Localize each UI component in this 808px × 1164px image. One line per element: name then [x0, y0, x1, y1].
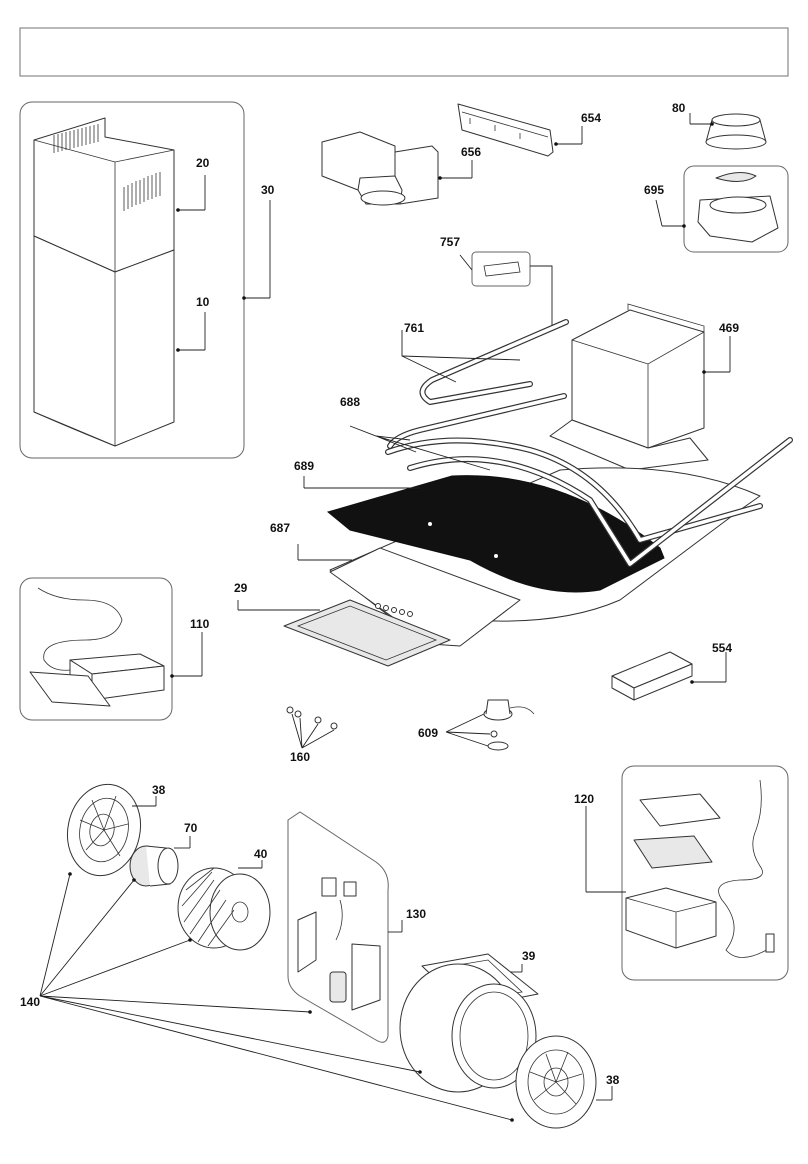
label-130: 130: [406, 907, 426, 921]
label-687: 687: [270, 521, 290, 535]
label-656: 656: [461, 145, 481, 159]
label-688: 688: [340, 395, 360, 409]
part-140-leaders: 140: [20, 872, 514, 1122]
part-38-cover-right: 38: [515, 1035, 620, 1129]
part-695-group: 695: [644, 165, 789, 253]
part-40-impeller: 40: [177, 847, 271, 951]
label-40: 40: [254, 847, 268, 861]
label-757: 757: [440, 235, 460, 249]
part-39-housing: 39: [399, 949, 539, 1093]
part-70-motor: 70: [129, 821, 198, 887]
part-38-cover-left: 38: [67, 783, 166, 877]
label-70: 70: [184, 821, 198, 835]
chimney-lower: [33, 235, 175, 447]
label-695: 695: [644, 183, 664, 197]
chimney-vent-left: [53, 124, 99, 153]
part-761-rail: 761: [387, 319, 569, 449]
chimney-vent-right: [123, 172, 161, 211]
part-469-motor-box: 469: [549, 303, 739, 471]
label-160: 160: [290, 750, 310, 764]
label-38-right: 38: [606, 1073, 620, 1087]
label-140: 140: [20, 995, 40, 1009]
header-box: [19, 27, 789, 77]
label-20: 20: [196, 156, 210, 170]
part-688-rail: 688: [340, 395, 793, 567]
label-554: 554: [712, 641, 732, 655]
part-656-duct: 656: [321, 131, 481, 206]
label-29: 29: [234, 581, 248, 595]
part-120-frame: [621, 765, 789, 981]
part-554: 554: [611, 641, 732, 701]
label-39: 39: [522, 949, 536, 963]
label-120: 120: [574, 792, 594, 806]
part-29-filter: 29: [234, 581, 451, 667]
part-110-group: 110: [19, 577, 210, 721]
part-130-group: 130: [287, 811, 426, 1043]
label-654: 654: [581, 111, 601, 125]
label-689: 689: [294, 459, 314, 473]
label-10: 10: [196, 295, 210, 309]
part-654-bracket: 654: [457, 103, 601, 157]
label-110: 110: [190, 617, 210, 631]
label-469: 469: [719, 321, 739, 335]
label-38-left: 38: [152, 783, 166, 797]
label-80: 80: [672, 101, 686, 115]
part-609-lamp: 609: [418, 699, 535, 751]
part-120-group: 120: [574, 765, 789, 981]
label-609: 609: [418, 726, 438, 740]
part-80-ring: 80: [672, 101, 767, 150]
label-761: 761: [404, 321, 424, 335]
part-689-glass: 689: [294, 459, 665, 593]
chimney-group: 20 10 30: [19, 101, 275, 459]
part-757: 757: [440, 235, 553, 330]
label-30: 30: [261, 183, 275, 197]
part-160-screws: 160: [286, 706, 338, 764]
